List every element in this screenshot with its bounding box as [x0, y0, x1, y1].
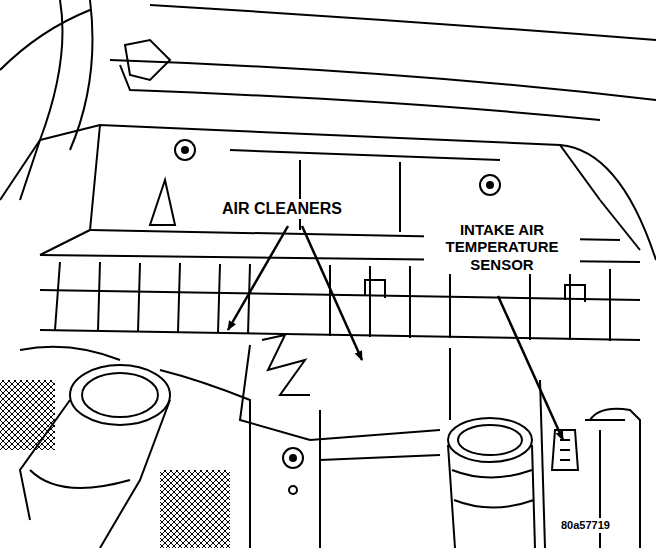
- part-label: INTAKE AIR TEMPERATURE SENSOR: [424, 220, 580, 274]
- part-label: AIR CLEANERS: [219, 199, 345, 219]
- figure-number: 80a57719: [558, 518, 613, 533]
